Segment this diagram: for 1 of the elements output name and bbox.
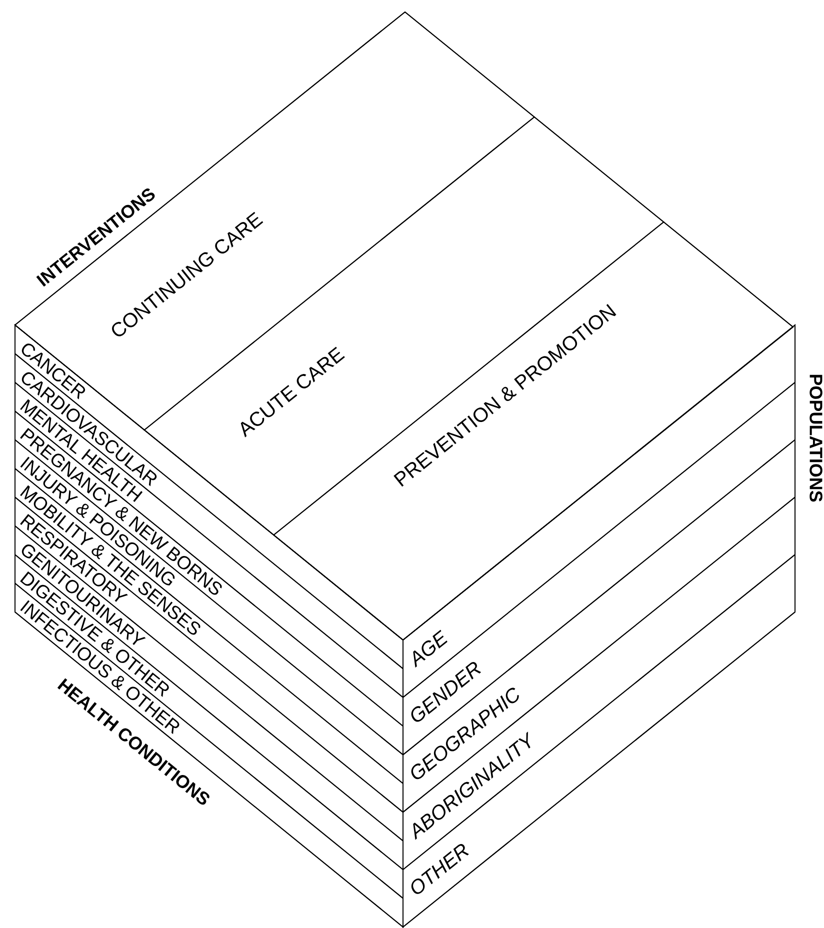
node-label: POPULATIONS (810, 374, 822, 502)
